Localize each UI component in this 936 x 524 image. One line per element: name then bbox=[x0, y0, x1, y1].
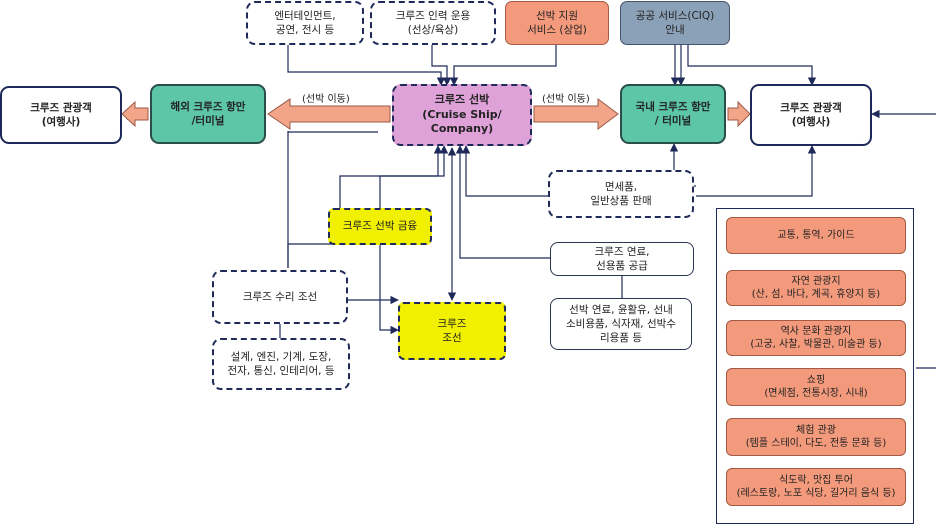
panel-item-experience: 체험 관광 (템플 스테이, 다도, 전통 문화 등) bbox=[726, 418, 906, 456]
line-repair-to-ship bbox=[287, 131, 378, 268]
overseas-port-box: 해외 크루즈 항만 /터미널 bbox=[150, 84, 266, 144]
tourist-right-box: 크루즈 관광객 (여행사) bbox=[750, 84, 872, 146]
move-left-label: (선박 이동) bbox=[302, 94, 350, 105]
entertainment-box: 엔터테인먼트, 공연, 전시 등 bbox=[246, 1, 364, 45]
fuel-supply-box: 크루즈 연료, 선용품 공급 bbox=[550, 242, 694, 276]
duty-free-box: 면세품, 일반상품 판매 bbox=[548, 170, 694, 218]
block-arrow-ship-to-overseas bbox=[267, 98, 391, 130]
line-crew-to-ship bbox=[431, 44, 452, 86]
panel-item-transport: 교통, 통역, 가이드 bbox=[726, 217, 906, 254]
line-fuel-to-ship bbox=[455, 145, 550, 259]
line-dutyfree-to-ship bbox=[461, 145, 550, 197]
block-arrow-ship-to-domestic bbox=[533, 98, 619, 130]
repair-box: 크루즈 수리 조선 bbox=[212, 270, 348, 324]
fuel-detail-box: 선박 연료, 윤활유, 선내 소비용품, 식자재, 선박수 리용품 등 bbox=[550, 298, 692, 350]
ciq-box: 공공 서비스(CIQ) 안내 bbox=[620, 1, 730, 45]
shipbuilding-box: 크루즈 조선 bbox=[398, 302, 506, 360]
line-repair-to-ship-2 bbox=[287, 145, 443, 268]
repair-detail-box: 설계, 엔진, 기계, 도장, 전자, 통신, 인테리어, 등 bbox=[212, 338, 350, 390]
panel-item-history: 역사 문화 관광지 (고궁, 사찰, 박물관, 미술관 등) bbox=[726, 320, 906, 356]
panel-item-shopping: 쇼핑 (면세점, 전통시장, 시내) bbox=[726, 368, 906, 406]
block-arrow-overseas-to-tourist bbox=[121, 100, 149, 128]
line-ciq-to-tourist bbox=[687, 44, 817, 86]
line-dutyfree-to-tourist bbox=[696, 145, 817, 197]
line-finance-to-shipbuilding bbox=[379, 244, 399, 335]
crew-box: 크루즈 인력 운용 (선상/육상) bbox=[370, 1, 496, 45]
cruise-ship-box: 크루즈 선박 (Cruise Ship/ Company) bbox=[392, 84, 532, 146]
panel-item-food: 식도락, 맛집 투어 (레스토랑, 노포 식당, 길거리 음식 등) bbox=[726, 468, 906, 506]
line-entertainment-to-ship bbox=[287, 44, 446, 86]
line-support-to-ship bbox=[449, 44, 557, 86]
line-finance-to-ship bbox=[379, 145, 449, 210]
panel-item-nature: 자연 관광지 (산, 섬, 바다, 계곡, 휴양지 등) bbox=[726, 270, 906, 306]
block-arrow-domestic-to-tourist bbox=[727, 100, 751, 128]
ship-support-box: 선박 지원 서비스 (상업) bbox=[505, 1, 609, 45]
domestic-port-box: 국내 크루즈 항만 / 터미널 bbox=[620, 84, 726, 144]
finance-box: 크루즈 선박 금융 bbox=[328, 208, 432, 245]
tourist-left-box: 크루즈 관광객 (여행사) bbox=[0, 86, 122, 144]
move-right-label: (선박 이동) bbox=[542, 94, 590, 105]
